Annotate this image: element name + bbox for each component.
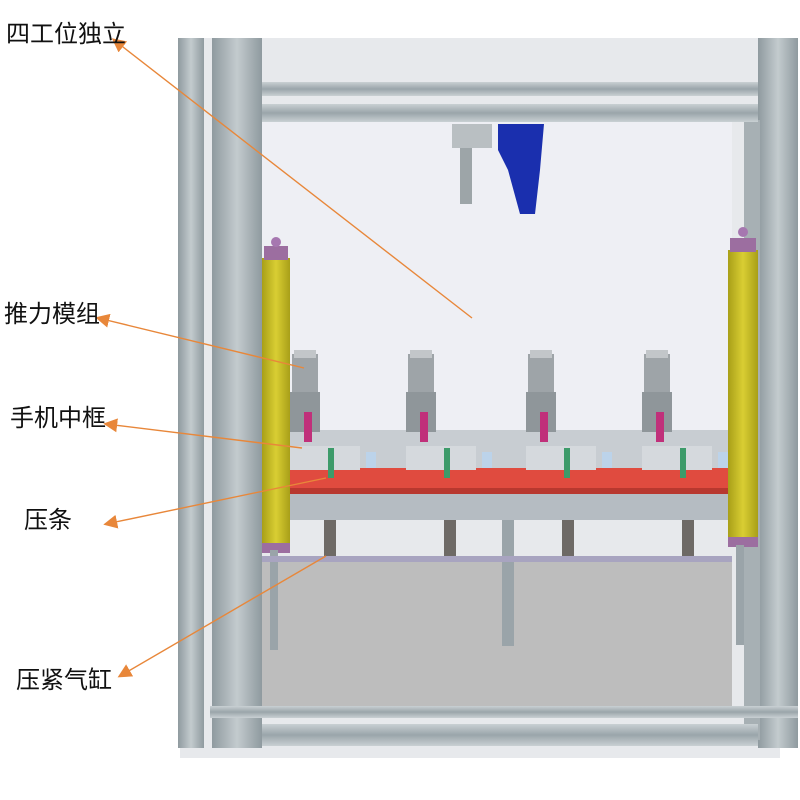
leader-push-module	[95, 313, 305, 369]
blue-spacer	[602, 452, 612, 468]
push-module-station-4	[642, 350, 728, 478]
right-main-post	[758, 38, 798, 748]
push-module-station-1	[290, 350, 376, 478]
callout-clamp-cylinder: 压紧气缸	[16, 666, 112, 694]
frame-holder-block	[526, 446, 596, 470]
leader-clamp-cylinder	[117, 555, 327, 678]
magenta-clamp	[420, 412, 428, 442]
motor-housing	[644, 354, 670, 394]
left-column-cap	[264, 246, 288, 260]
motor-housing	[292, 354, 318, 394]
motor-housing	[408, 354, 434, 394]
table-plate	[290, 494, 728, 520]
motor-top	[530, 350, 552, 358]
lower-crossbar	[262, 556, 732, 562]
magenta-clamp	[304, 412, 312, 442]
callout-phone-frame: 手机中框	[10, 404, 106, 432]
callout-push-module: 推力模组	[4, 300, 100, 328]
leader-workstation	[111, 38, 473, 319]
table-leg-3	[562, 520, 574, 556]
green-press-clip	[564, 448, 570, 478]
blue-spacer	[366, 452, 376, 468]
motor-top	[410, 350, 432, 358]
leader-press-strip	[103, 477, 327, 529]
right-yellow-column	[728, 250, 758, 542]
callout-press-strip: 压条	[24, 506, 72, 534]
overhead-bracket	[452, 124, 492, 148]
left-lower-leg	[270, 550, 278, 650]
right-column-foot	[728, 537, 758, 547]
right-column-cap	[730, 238, 756, 252]
frame-holder-block	[642, 446, 712, 470]
green-press-clip	[680, 448, 686, 478]
magenta-clamp	[656, 412, 664, 442]
left-column-knob	[271, 237, 281, 247]
right-column-knob	[738, 227, 748, 237]
frame-holder-block	[406, 446, 476, 470]
push-modules	[290, 350, 728, 478]
center-support-leg	[502, 520, 514, 646]
top-beam-lower	[262, 104, 758, 122]
blue-spacer	[482, 452, 492, 468]
motor-top	[646, 350, 668, 358]
bottom-beam-upper	[210, 706, 798, 718]
left-column-foot	[262, 543, 290, 553]
table-leg-2	[444, 520, 456, 556]
bottom-beam-lower	[262, 724, 758, 746]
green-press-clip	[444, 448, 450, 478]
left-main-post	[212, 38, 262, 748]
right-lower-leg	[736, 545, 744, 645]
magenta-clamp	[540, 412, 548, 442]
table-leg-1	[324, 520, 336, 556]
left-outer-post	[178, 38, 204, 748]
lower-floor-panel	[262, 560, 732, 710]
table-leg-4	[682, 520, 694, 556]
motor-top	[294, 350, 316, 358]
callout-workstation: 四工位独立	[6, 20, 126, 48]
motor-housing	[528, 354, 554, 394]
push-module-station-3	[526, 350, 612, 478]
green-press-clip	[328, 448, 334, 478]
frame-holder-block	[290, 446, 360, 470]
top-beam-upper	[262, 82, 758, 96]
push-module-station-2	[406, 350, 492, 478]
blue-gripper	[498, 124, 544, 214]
left-yellow-column	[262, 258, 290, 548]
leader-phone-frame	[103, 418, 303, 449]
blue-spacer	[718, 452, 728, 468]
red-press-strip-edge	[290, 488, 728, 494]
